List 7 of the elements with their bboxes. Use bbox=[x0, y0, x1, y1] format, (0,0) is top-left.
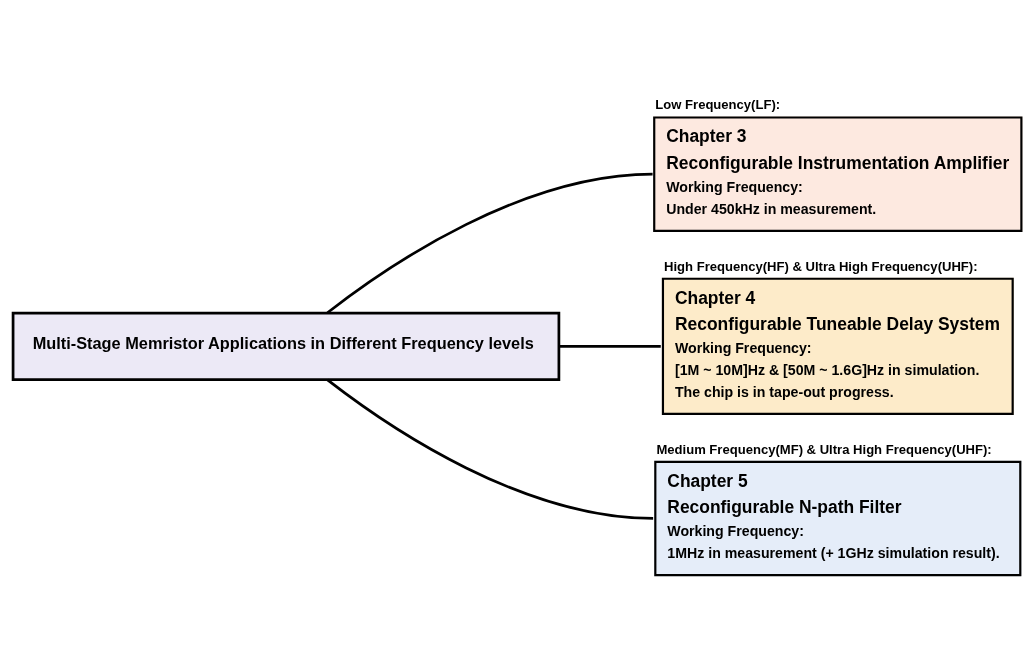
connector bbox=[326, 378, 654, 520]
connector bbox=[559, 344, 661, 348]
node-label: Medium Frequency(MF) & Ultra High Frequency(UHF): bbox=[656, 441, 992, 457]
node-label: High Frequency(HF) & Ultra High Frequency(UHF): bbox=[664, 258, 978, 274]
connector bbox=[326, 172, 653, 314]
node-label: Low Frequency(LF): bbox=[655, 96, 781, 112]
node-box: Multi-Stage Memristor Applications in Different Frequency levels bbox=[11, 311, 561, 381]
